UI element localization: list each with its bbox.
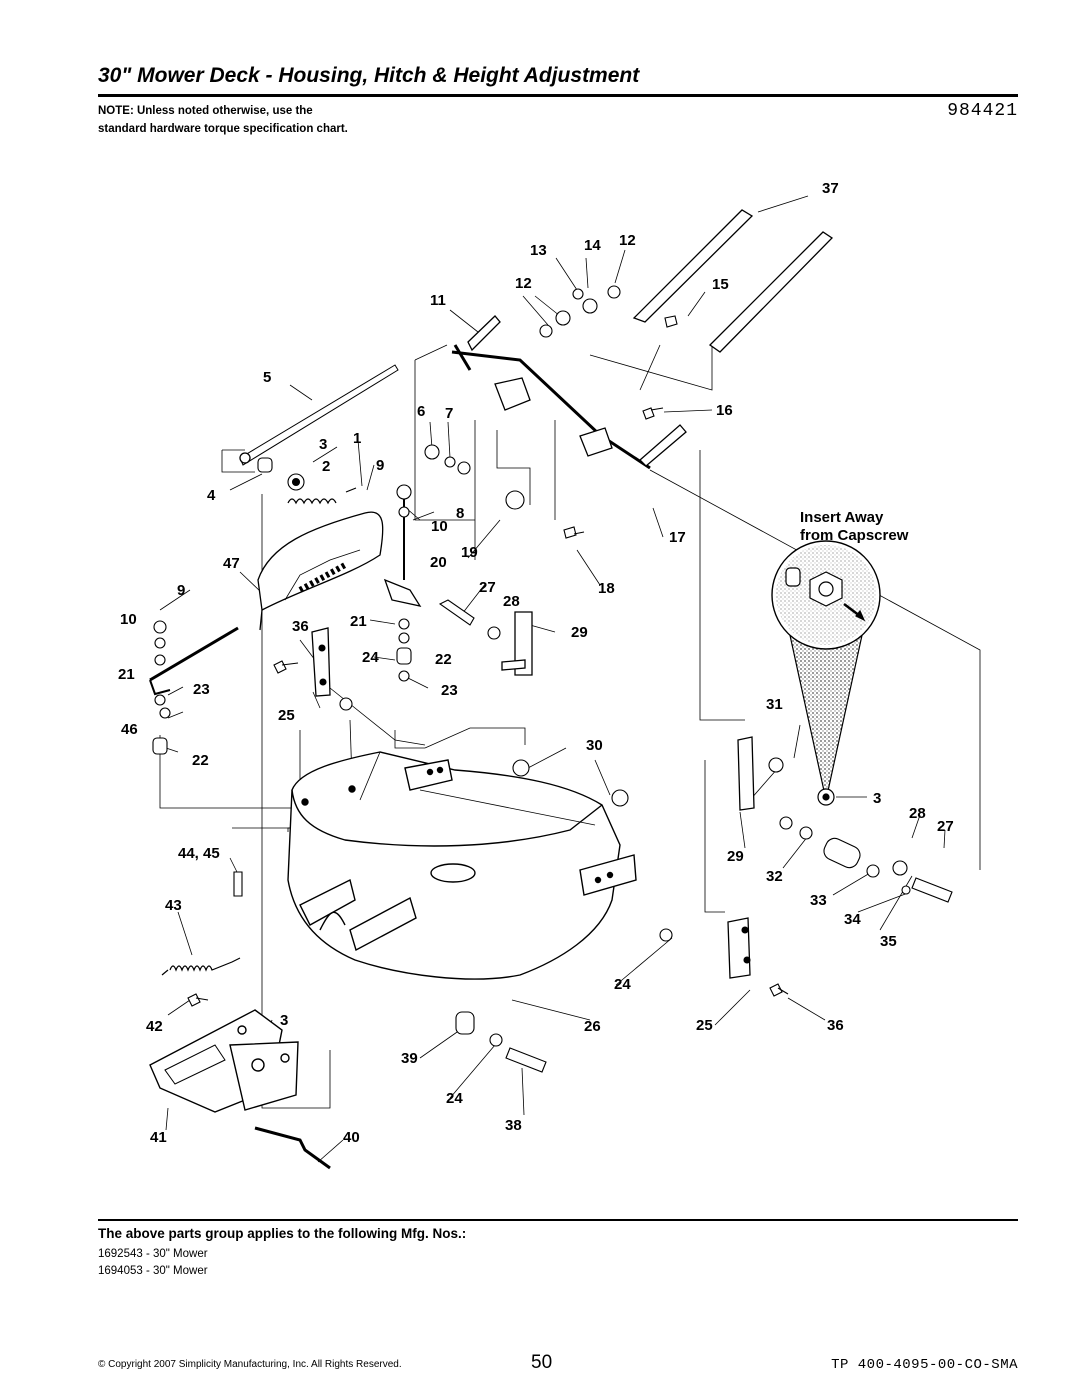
- callout: 36: [292, 618, 309, 635]
- discharge-chute: [257, 511, 384, 631]
- callout: 13: [530, 242, 547, 259]
- mfg-number-item: 1692543 - 30" Mower: [98, 1248, 208, 1260]
- diagram-number: 984421: [947, 101, 1018, 121]
- callout: 41: [150, 1129, 167, 1146]
- callout: 22: [192, 752, 209, 769]
- insert-detail: [771, 540, 881, 806]
- page-number: 50: [531, 1352, 553, 1373]
- callout: 23: [193, 681, 210, 698]
- hardware-parts: [152, 285, 953, 1073]
- callout: 3: [873, 790, 881, 807]
- hitch-assembly: [149, 1009, 331, 1170]
- callout: 24: [362, 649, 379, 666]
- callout: 29: [727, 848, 744, 865]
- callout: 30: [586, 737, 603, 754]
- callout: 35: [880, 933, 897, 950]
- applies-heading: The above parts group applies to the fol…: [98, 1226, 467, 1241]
- deck-housing: [287, 751, 637, 980]
- mfg-number-list: 1692543 - 30" Mower 1694053 - 30" Mower: [98, 1246, 208, 1280]
- height-adjust-assembly: [149, 209, 834, 979]
- mfg-number-item: 1694053 - 30" Mower: [98, 1265, 208, 1277]
- callout: 7: [445, 405, 453, 422]
- callout: 21: [350, 613, 367, 630]
- callout: 12: [619, 232, 636, 249]
- leader-lines: [159, 195, 981, 1163]
- callout: 34: [844, 911, 861, 928]
- callout: 2: [322, 458, 330, 475]
- insert-callout-line-1: Insert Away: [800, 509, 884, 526]
- callout: 46: [121, 721, 138, 738]
- callout: 44, 45: [178, 845, 220, 862]
- callout: 17: [669, 529, 686, 546]
- callout: 11: [430, 292, 446, 309]
- callout: 19: [461, 544, 478, 561]
- callout: 12: [515, 275, 532, 292]
- callout: 3: [319, 436, 327, 453]
- callout: 25: [696, 1017, 713, 1034]
- callout: 21: [118, 666, 135, 683]
- callout: 29: [571, 624, 588, 641]
- callout: 9: [177, 582, 185, 599]
- callout: 15: [712, 276, 729, 293]
- callout: 28: [909, 805, 926, 822]
- callout: 14: [584, 237, 601, 254]
- callout: 38: [505, 1117, 522, 1134]
- callout: 16: [716, 402, 733, 419]
- callout: 24: [446, 1090, 463, 1107]
- callout: 9: [376, 457, 384, 474]
- callout: 37: [822, 180, 839, 197]
- callout: 25: [278, 707, 295, 724]
- springs: [161, 498, 337, 976]
- callout: 4: [207, 487, 216, 504]
- callout: 24: [614, 976, 631, 993]
- callout: 10: [120, 611, 137, 628]
- callout: 18: [598, 580, 615, 597]
- callout: 42: [146, 1018, 163, 1035]
- callout: 40: [343, 1129, 360, 1146]
- callout: 3: [280, 1012, 288, 1029]
- callout: 47: [223, 555, 240, 572]
- exploded-parts-diagram: 37 13 14 12 12 15 11 5 6 7 16 3 1 2 9 4 …: [118, 180, 981, 1170]
- callout: 10: [431, 518, 448, 535]
- callout: 31: [766, 696, 783, 713]
- callout: 8: [456, 505, 464, 522]
- callout: 6: [417, 403, 425, 420]
- callout: 36: [827, 1017, 844, 1034]
- callout: 20: [430, 554, 447, 571]
- callout: 32: [766, 868, 783, 885]
- insert-callout-line-2: from Capscrew: [800, 527, 909, 544]
- callout: 23: [441, 682, 458, 699]
- callout: 26: [584, 1018, 601, 1035]
- callout: 33: [810, 892, 827, 909]
- document-code: TP 400-4095-00-CO-SMA: [831, 1357, 1018, 1373]
- torque-note: NOTE: Unless noted otherwise, use the st…: [98, 105, 348, 135]
- callout: 27: [479, 579, 496, 596]
- copyright-notice: © Copyright 2007 Simplicity Manufacturin…: [98, 1359, 402, 1370]
- page-title: 30" Mower Deck - Housing, Hitch & Height…: [98, 64, 640, 87]
- callout: 5: [263, 369, 271, 386]
- title-rule: [98, 94, 1018, 97]
- callout-labels: 37 13 14 12 12 15 11 5 6 7 16 3 1 2 9 4 …: [118, 180, 954, 1146]
- callout: 27: [937, 818, 954, 835]
- callout: 39: [401, 1050, 418, 1067]
- section-rule: [98, 1219, 1018, 1221]
- callout: 28: [503, 593, 520, 610]
- callout: 22: [435, 651, 452, 668]
- callout: 43: [165, 897, 182, 914]
- callout: 1: [353, 430, 361, 447]
